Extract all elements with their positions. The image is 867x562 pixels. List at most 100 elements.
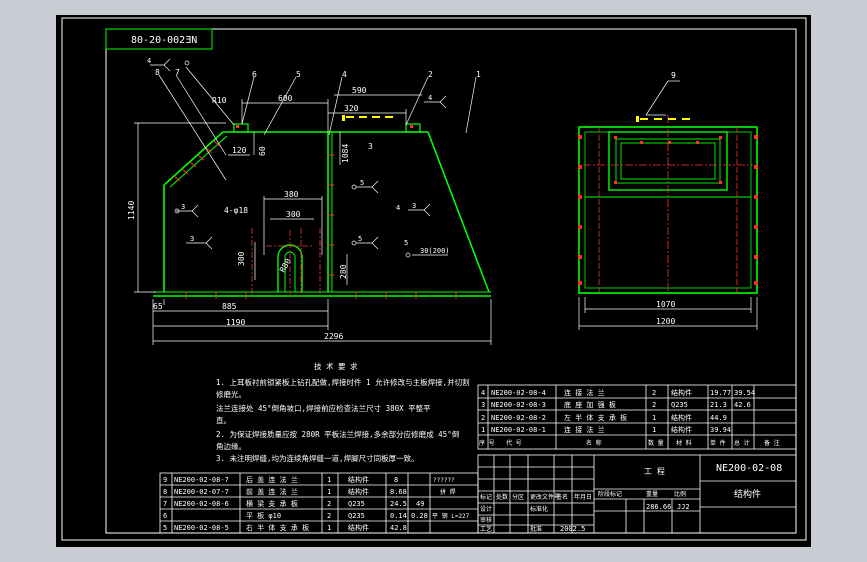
tech-line-2: 修磨光。 (216, 389, 246, 399)
callout-2: 2 (428, 70, 433, 79)
weld-8: 5 (404, 239, 408, 247)
svg-text:4: 4 (481, 389, 485, 397)
scale: JJ2 (677, 503, 690, 511)
svg-text:1: 1 (652, 414, 656, 422)
svg-text:结构件: 结构件 (671, 413, 692, 422)
svg-text:重量: 重量 (646, 490, 658, 498)
svg-text:前 盖 连 法 兰: 前 盖 连 法 兰 (246, 487, 298, 496)
dim-1070: 1070 (656, 300, 675, 309)
dim-r10: R10 (212, 96, 227, 105)
svg-text:Q235: Q235 (671, 401, 688, 409)
inner-frame (105, 28, 797, 534)
bom-upper: 4 NE200-02-08-4 连 接 法 兰 2 结构件 19.77 39.5… (477, 384, 797, 450)
cad-viewport[interactable]: 80-20-002ƎN (56, 15, 811, 547)
svg-text:设计: 设计 (480, 505, 492, 513)
date: 2002.5 (560, 525, 585, 533)
svg-text:NE200-02-08-1: NE200-02-08-1 (491, 426, 546, 434)
svg-text:2: 2 (481, 414, 485, 422)
svg-text:1: 1 (652, 426, 656, 434)
dim-320: 320 (344, 104, 359, 113)
svg-text:0.28: 0.28 (411, 512, 428, 520)
weld-10: 4 (428, 94, 432, 102)
dim-600: 600 (278, 94, 293, 103)
svg-text:结构件: 结构件 (348, 523, 369, 532)
svg-text:NE200-02-07-7: NE200-02-07-7 (174, 488, 229, 496)
svg-text:1: 1 (327, 524, 331, 532)
title-block: 标记 处数 分区 更改文件号 签名 年月日 设计 标准化 审核 工艺 批准 阶段… (477, 454, 797, 534)
svg-text:21.3: 21.3 (710, 401, 727, 409)
svg-text:序 号: 序 号 (479, 439, 495, 447)
dim-r80: R80 (278, 257, 293, 274)
svg-text:7: 7 (163, 500, 167, 508)
svg-text:标准化: 标准化 (530, 505, 548, 513)
svg-text:19.77: 19.77 (710, 389, 731, 397)
svg-text:39.54: 39.54 (734, 389, 755, 397)
tech-line-3: 法兰连接处 45°倒角坡口,焊接前应检查法兰尺寸 380X 平整平 (216, 403, 431, 413)
svg-text:NE200-02-08-7: NE200-02-08-7 (174, 476, 229, 484)
weld-1: 4 (147, 57, 151, 65)
svg-text:39.94: 39.94 (710, 426, 731, 434)
svg-text:6: 6 (163, 512, 167, 520)
dim-holes: 4-φ18 (224, 206, 248, 215)
weld-2: 3 (181, 203, 185, 211)
svg-text:2: 2 (652, 389, 656, 397)
callout-3: 3 (368, 142, 373, 151)
callout-9: 9 (671, 71, 676, 80)
svg-text:49: 49 (416, 500, 424, 508)
dim-60: 60 (258, 146, 267, 156)
svg-text:42.8: 42.8 (390, 524, 407, 532)
svg-text:结构件: 结构件 (671, 425, 692, 434)
svg-text:审核: 审核 (480, 516, 492, 524)
tech-line-7: 3. 未注明焊缝,均为连续角焊缝一道,焊脚尺寸同板厚一致。 (216, 453, 419, 463)
svg-text:左 半 体 支 承 板: 左 半 体 支 承 板 (564, 413, 627, 422)
dim-300: 300 (286, 210, 301, 219)
svg-text:NE200-02-08-3: NE200-02-08-3 (491, 401, 546, 409)
svg-text:42.6: 42.6 (734, 401, 751, 409)
svg-text:材 料: 材 料 (676, 439, 692, 447)
bom-lower: 9 NE200-02-08-7 后 盖 连 法 兰 1 结构件 8 ??????… (159, 472, 479, 534)
outer-frame (61, 17, 807, 541)
tech-requirements: 技 术 要 求 1. 上耳板衬前锁紧板上钻孔配做,焊接时件 1 允许修改与主板焊… (216, 361, 470, 463)
dim-1190: 1190 (226, 318, 245, 327)
code-box (105, 28, 213, 50)
weld-3: 3 (190, 235, 194, 243)
svg-text:1: 1 (327, 488, 331, 496)
svg-text:NE200-02-08-2: NE200-02-08-2 (491, 414, 546, 422)
svg-text:平 板 φ10: 平 板 φ10 (246, 511, 281, 520)
svg-text:Q235: Q235 (348, 512, 365, 520)
svg-text:单 件: 单 件 (710, 439, 726, 447)
svg-text:9: 9 (163, 476, 167, 484)
svg-text:标记: 标记 (480, 493, 492, 501)
tech-title: 技 术 要 求 (314, 361, 358, 371)
svg-text:右 半 体 支 承 板: 右 半 体 支 承 板 (246, 523, 309, 532)
svg-text:1: 1 (327, 476, 331, 484)
dim-280: 280 (339, 264, 348, 279)
svg-text:2: 2 (327, 500, 331, 508)
tech-line-6: 角边缘。 (216, 441, 246, 451)
part-name: 结构件 (734, 488, 761, 500)
svg-text:1: 1 (481, 426, 485, 434)
svg-text:代 号: 代 号 (506, 439, 522, 447)
svg-text:平 钢 L=227: 平 钢 L=227 (432, 512, 470, 520)
svg-text:阶段标记: 阶段标记 (598, 490, 622, 498)
svg-text:拼 焊: 拼 焊 (440, 488, 456, 496)
callout-8: 8 (155, 68, 160, 77)
company-block: 工 程 (644, 467, 665, 476)
svg-text:8.68: 8.68 (390, 488, 407, 496)
svg-text:2: 2 (327, 512, 331, 520)
svg-text:NE200-02-08-6: NE200-02-08-6 (174, 500, 229, 508)
svg-text:底 座 加 强 板: 底 座 加 强 板 (564, 400, 616, 409)
svg-text:分区: 分区 (512, 493, 524, 501)
callout-7: 7 (175, 68, 180, 77)
svg-text:3: 3 (481, 401, 485, 409)
svg-text:数 量: 数 量 (648, 439, 664, 447)
weld-9: 30(200) (420, 247, 450, 255)
svg-text:横 梁 支 承 板: 横 梁 支 承 板 (246, 499, 298, 508)
svg-text:8: 8 (394, 476, 398, 484)
svg-text:5: 5 (163, 524, 167, 532)
svg-text:44.9: 44.9 (710, 414, 727, 422)
tech-line-1: 1. 上耳板衬前锁紧板上钻孔配做,焊接时件 1 允许修改与主板焊接,并切割 (216, 377, 470, 387)
dim-590: 590 (352, 86, 367, 95)
svg-text:结构件: 结构件 (348, 487, 369, 496)
dim-120: 120 (232, 146, 247, 155)
